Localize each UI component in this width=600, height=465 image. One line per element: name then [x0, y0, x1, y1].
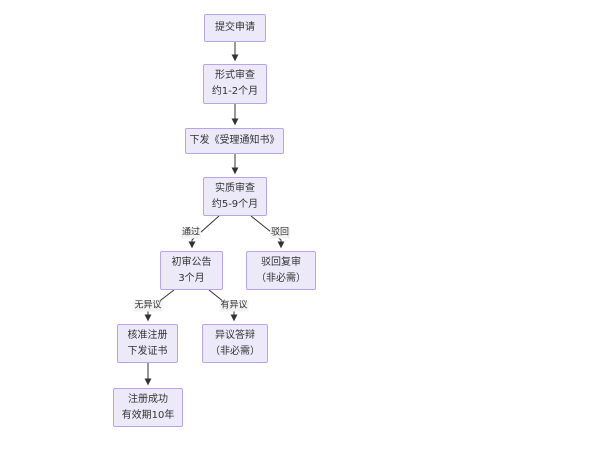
- edge-substantive-to-prelim: [188, 215, 220, 249]
- edge-label-no-objection: 无异议: [133, 300, 163, 312]
- node-formal-examination: 形式审查 约1-2个月: [203, 64, 267, 104]
- edge-label-rejected: 驳回: [269, 227, 291, 239]
- node-substantive-examination: 实质审查 约5-9个月: [203, 177, 267, 216]
- node-acceptance-notice: 下发《受理通知书》: [185, 128, 284, 154]
- edge-label-objection: 有异议: [219, 300, 249, 312]
- node-objection-defense: 异议答辩 （非必需）: [202, 324, 268, 363]
- node-approve-registration: 核准注册 下发证书: [117, 324, 178, 363]
- node-rejection-review: 驳回复审 （非必需）: [246, 251, 316, 290]
- edge-label-pass: 通过: [180, 227, 202, 239]
- node-registration-success: 注册成功 有效期10年: [113, 388, 183, 427]
- node-preliminary-announcement: 初审公告 3个月: [160, 251, 223, 290]
- node-submit-application: 提交申请: [204, 14, 266, 42]
- edge-substantive-to-rejection-review: [250, 215, 285, 249]
